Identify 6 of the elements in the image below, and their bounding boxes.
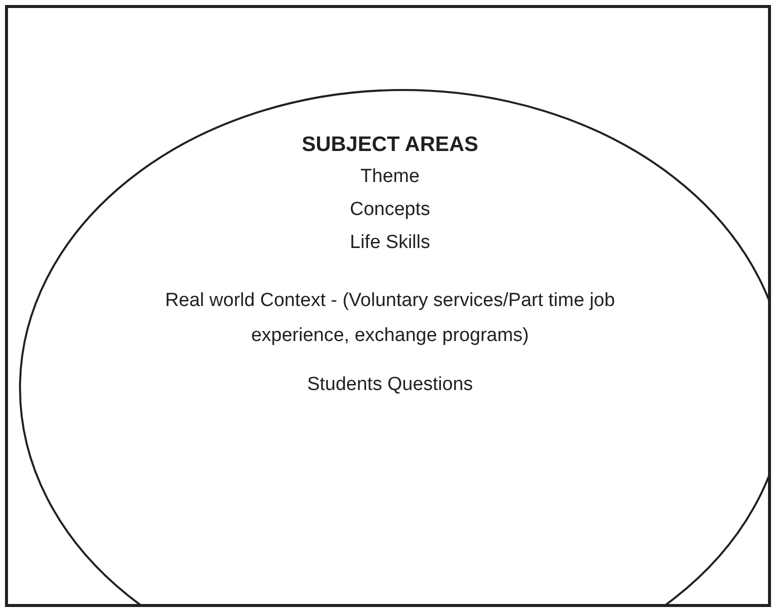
list-item: Theme [360, 165, 420, 189]
heading: SUBJECT AREAS [302, 133, 478, 157]
context-text: Real world Context - (Voluntary services/Part time job experience, exchange programs) [164, 289, 616, 348]
questions-text: Students Questions [307, 373, 473, 397]
list-item: Concepts [350, 198, 430, 222]
list-item: Life Skills [350, 231, 430, 255]
